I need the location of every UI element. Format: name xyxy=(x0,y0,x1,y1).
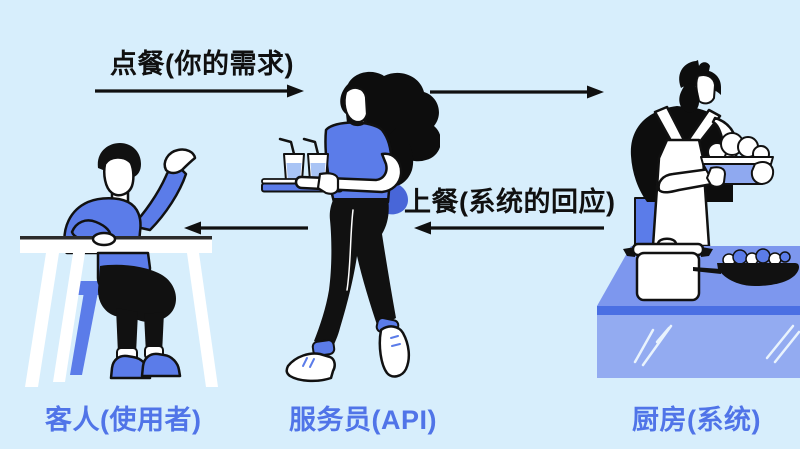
request-arrow-waiter-to-kitchen-icon xyxy=(430,85,604,99)
waiter-pants xyxy=(314,198,396,347)
apron xyxy=(651,105,722,248)
request-arrow-customer-to-waiter-icon xyxy=(95,84,304,98)
frying-pan xyxy=(693,248,799,286)
resting-hand xyxy=(91,231,117,247)
waiter-hand xyxy=(316,172,340,195)
cooking-pot xyxy=(623,237,713,302)
response-flow-label: 上餐(系统的回应) xyxy=(404,187,616,217)
chef-beard xyxy=(679,83,699,113)
waiter-api-label: 服务员(API) xyxy=(289,405,437,435)
raised-hand xyxy=(163,148,197,175)
customer-figure xyxy=(20,143,218,387)
kitchen-illustration xyxy=(597,60,800,378)
waiter-face xyxy=(343,86,369,124)
chef-face xyxy=(695,74,716,105)
response-arrow-kitchen-to-waiter-icon xyxy=(414,221,604,235)
request-flow-label: 点餐(你的需求) xyxy=(110,49,294,79)
waiter-illustration xyxy=(261,71,440,383)
kitchen-label: 厨房(系统) xyxy=(632,405,761,435)
chef-figure xyxy=(630,60,775,251)
waiter-sneakers xyxy=(285,325,411,383)
response-arrow-waiter-to-customer-icon xyxy=(184,221,308,235)
customer-shoe xyxy=(140,352,182,378)
waiter-figure xyxy=(261,71,440,383)
customer-label: 客人(使用者) xyxy=(45,405,202,435)
customer-illustration xyxy=(20,143,218,387)
customer-face xyxy=(103,156,135,197)
